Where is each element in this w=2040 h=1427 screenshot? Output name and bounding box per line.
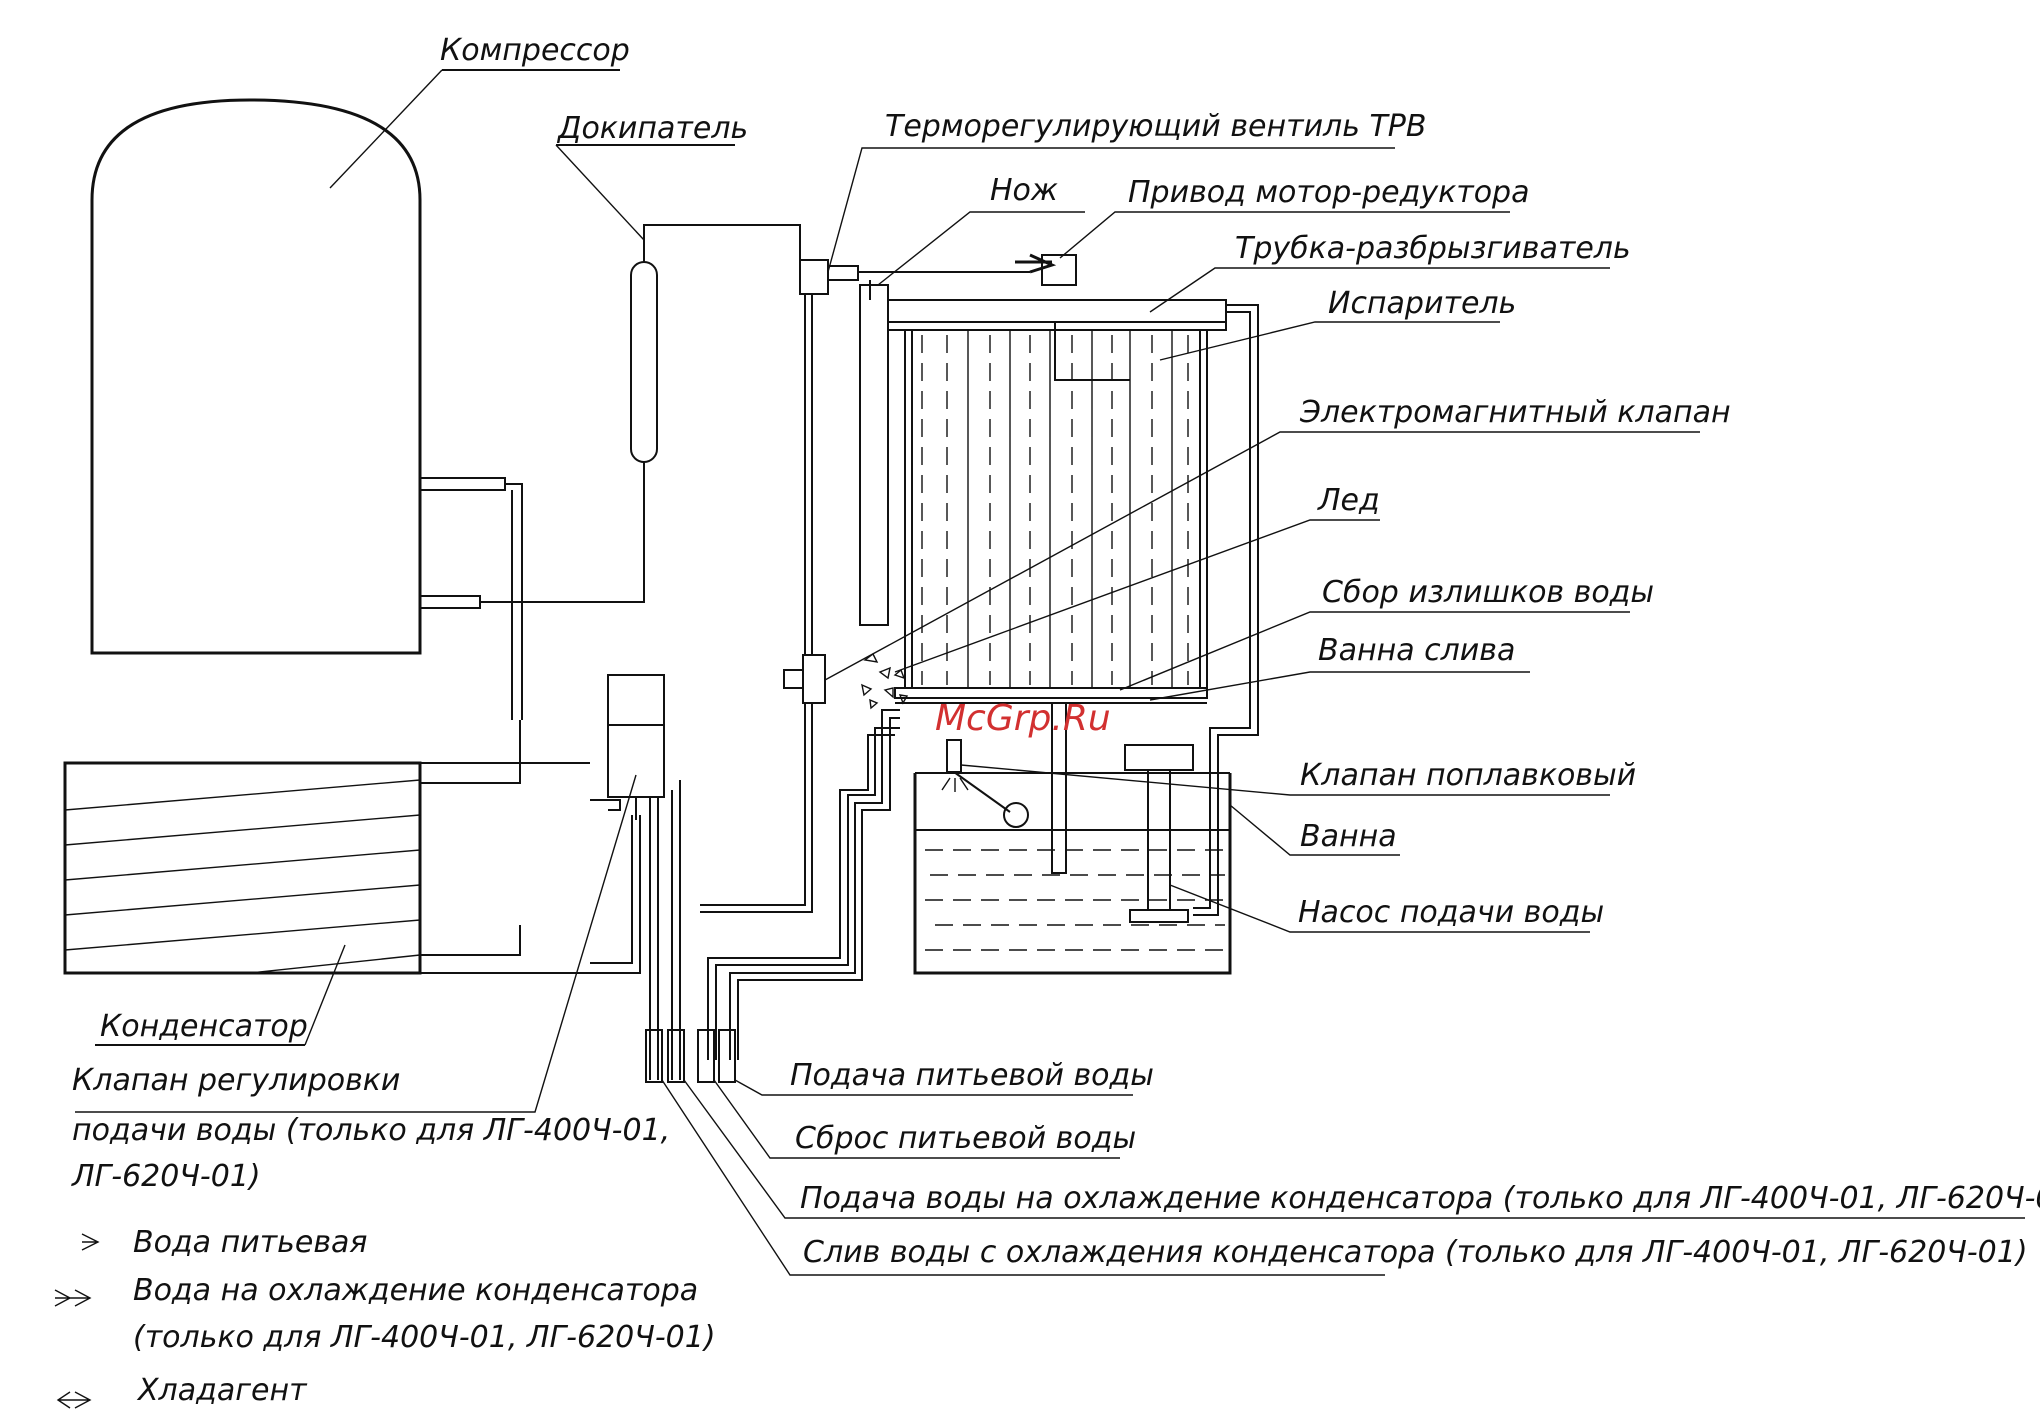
excess-water-label: Сбор излишков воды [1322, 575, 1654, 610]
cooling-drain-label: Слив воды с охлаждения конденсатора (тол… [803, 1235, 2028, 1270]
legend-refrigerant: Хладагент [56, 1373, 308, 1409]
condenser-label: Конденсатор [100, 1009, 308, 1044]
tank-label: Ванна [1300, 819, 1397, 854]
single-arrow-icon [81, 1233, 100, 1251]
solenoid-valve [783, 654, 826, 704]
trv-valve [799, 259, 859, 295]
compressor-label: Компрессор [440, 33, 630, 68]
regulating-valve-line-3: ЛГ-620Ч-01) [71, 1159, 261, 1194]
water-pump-label: Насос подачи воды [1298, 895, 1604, 930]
motor-drive [1015, 253, 1077, 286]
refrigerant-arrow-icon [56, 1391, 92, 1409]
knife-label: Нож [990, 173, 1058, 208]
evaporator-assembly [859, 284, 1227, 704]
regulating-valve [607, 674, 665, 820]
legend-drinking-label: Вода питьевая [133, 1225, 367, 1260]
double-arrow-icon [54, 1289, 92, 1307]
piping [480, 224, 1259, 1083]
legend: Вода питьевая Вода на охлаждение конденс… [54, 1225, 716, 1409]
cooling-supply-label: Подача воды на охлаждение конденсатора (… [800, 1181, 2040, 1216]
regulating-valve-line-2: подачи воды (только для ЛГ-400Ч-01, [72, 1113, 670, 1148]
motor-drive-label: Привод мотор-редуктора [1128, 175, 1529, 210]
float-valve-label: Клапан поплавковый [1300, 758, 1636, 793]
legend-drinking: Вода питьевая [81, 1225, 367, 1260]
watermark: McGrp.Ru [935, 698, 1111, 739]
ice-fragments [861, 652, 909, 710]
legend-refrigerant-label: Хладагент [136, 1373, 308, 1408]
spray-tube-label: Трубка-разбрызгиватель [1235, 231, 1631, 266]
legend-cooling: Вода на охлаждение конденсатора (только … [54, 1273, 716, 1355]
regulating-valve-line-1: Клапан регулировки [72, 1063, 400, 1098]
trv-label: Терморегулирующий вентиль ТРВ [885, 109, 1426, 144]
evaporator-label: Испаритель [1328, 286, 1516, 321]
accumulator-label: Докипатель [556, 111, 748, 146]
condenser-unit: Конденсатор [63, 720, 590, 1046]
callouts: Терморегулирующий вентиль ТРВ Нож Привод… [824, 109, 1731, 933]
drinking-supply-label: Подача питьевой воды [790, 1058, 1154, 1093]
legend-cooling-line-2: (только для ЛГ-400Ч-01, ЛГ-620Ч-01) [133, 1320, 716, 1355]
water-tank [913, 702, 1232, 975]
accumulator: Докипатель [555, 111, 748, 463]
drain-tray-label: Ванна слива [1318, 633, 1515, 668]
ice-label: Лед [1317, 483, 1380, 518]
drinking-drain-label: Сброс питьевой воды [795, 1121, 1136, 1156]
solenoid-valve-label: Электромагнитный клапан [1299, 395, 1731, 430]
compressor-unit: Компрессор [90, 33, 630, 655]
legend-cooling-line-1: Вода на охлаждение конденсатора [133, 1273, 698, 1308]
bottom-callouts: Клапан регулировки подачи воды (только д… [71, 774, 2040, 1276]
